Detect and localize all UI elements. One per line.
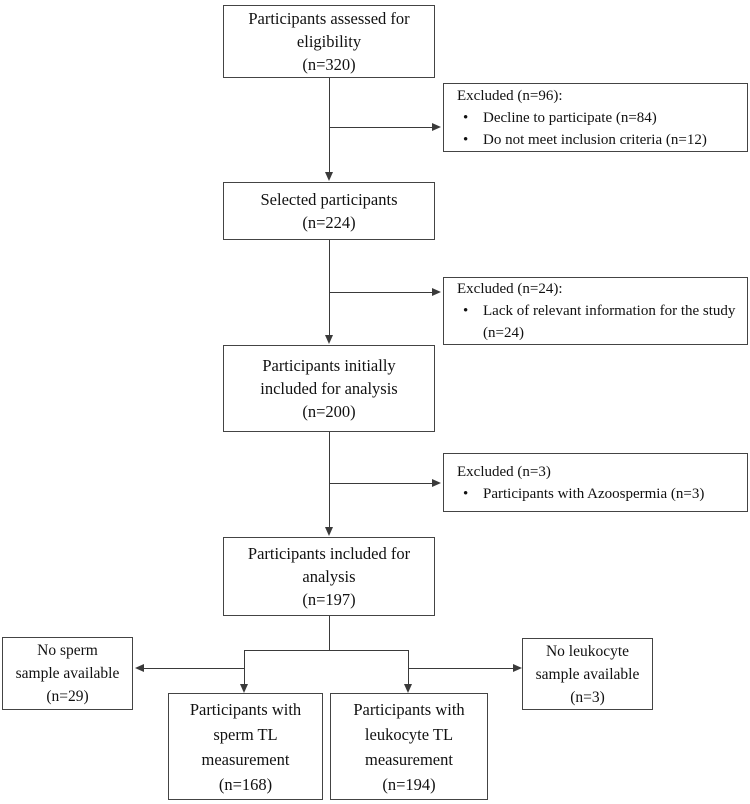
connector-drop-right	[408, 650, 409, 684]
exclusion-title: Excluded (n=96):	[457, 87, 563, 104]
connector-split-bar	[244, 650, 409, 651]
arrowhead-right-no-leukocyte	[513, 664, 522, 672]
node-selected-participants: Selected participants (n=224)	[223, 182, 435, 240]
node-initially-included: Participants initially included for anal…	[223, 345, 435, 432]
node-sperm-tl-measurement: Participants with sperm TL measurement (…	[168, 693, 323, 800]
connector-spine-3	[329, 432, 330, 527]
connector-spine-2	[329, 240, 330, 335]
node-included-for-analysis: Participants included for analysis (n=19…	[223, 537, 435, 616]
node-excluded-96: Excluded (n=96): Decline to participate …	[443, 83, 748, 152]
connector-branch-excluded-96	[329, 127, 432, 128]
exclusion-item: Participants with Azoospermia (n=3)	[457, 483, 739, 505]
node-excluded-3: Excluded (n=3) Participants with Azoospe…	[443, 453, 748, 512]
exclusion-list: Decline to participate (n=84) Do not mee…	[457, 107, 739, 151]
exclusion-list: Participants with Azoospermia (n=3)	[457, 483, 739, 505]
arrowhead-right-excluded-96	[432, 123, 441, 131]
connector-drop-left	[244, 650, 245, 684]
arrowhead-down-2	[325, 335, 333, 344]
node-assessed-eligibility: Participants assessed for eligibility (n…	[223, 5, 435, 78]
arrowhead-down-3	[325, 527, 333, 536]
arrowhead-down-leukocyte-tl	[404, 684, 412, 693]
node-no-sperm-sample: No sperm sample available (n=29)	[2, 637, 133, 710]
exclusion-item: Do not meet inclusion criteria (n=12)	[457, 129, 739, 151]
node-no-leukocyte-sample: No leukocyte sample available (n=3)	[522, 638, 653, 710]
connector-branch-no-sperm	[144, 668, 245, 669]
exclusion-item: Lack of relevant information for the stu…	[457, 300, 739, 344]
connector-branch-excluded-24	[329, 292, 432, 293]
arrowhead-right-excluded-24	[432, 288, 441, 296]
exclusion-title: Excluded (n=3)	[457, 463, 551, 480]
arrowhead-down-sperm-tl	[240, 684, 248, 693]
arrowhead-left-no-sperm	[135, 664, 144, 672]
connector-spine-4	[329, 616, 330, 651]
connector-spine-1	[329, 78, 330, 172]
connector-branch-no-leukocyte	[409, 668, 513, 669]
exclusion-title: Excluded (n=24):	[457, 281, 563, 297]
node-excluded-24: Excluded (n=24): Lack of relevant inform…	[443, 277, 748, 345]
node-leukocyte-tl-measurement: Participants with leukocyte TL measureme…	[330, 693, 488, 800]
arrowhead-down-1	[325, 172, 333, 181]
exclusion-item: Decline to participate (n=84)	[457, 107, 739, 129]
exclusion-list: Lack of relevant information for the stu…	[457, 300, 739, 344]
arrowhead-right-excluded-3	[432, 479, 441, 487]
connector-branch-excluded-3	[329, 483, 432, 484]
